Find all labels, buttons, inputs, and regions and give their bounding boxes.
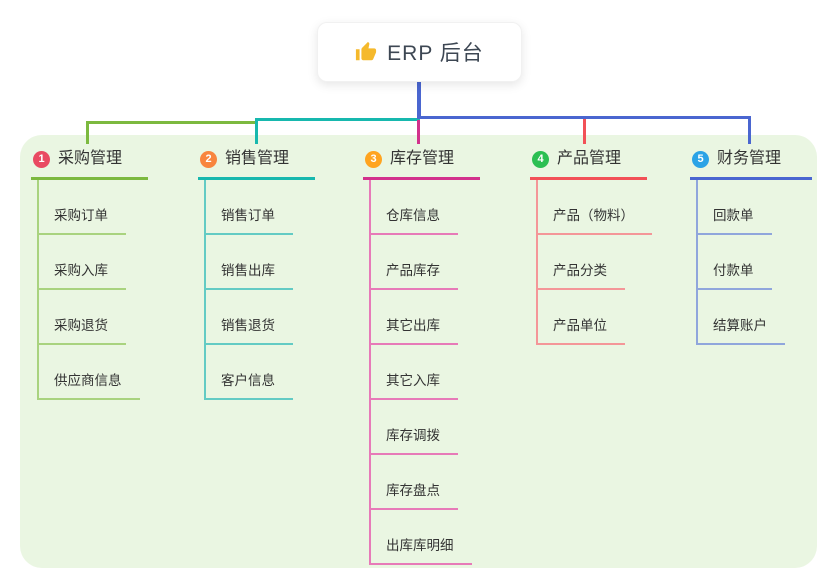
root-node[interactable]: ERP 后台 [317,22,522,82]
branch-5-child-node[interactable]: 结算账户 [696,290,785,345]
branch-3-column: 3 库存管理仓库信息产品库存其它出库其它入库库存调拨库存盘点出库库明细 [363,142,480,565]
branch-1-column: 1 采购管理采购订单采购入库采购退货供应商信息 [31,142,148,400]
branch-3-child-node[interactable]: 库存调拨 [369,400,458,455]
branch-2-column: 2 销售管理销售订单销售出库销售退货客户信息 [198,142,315,400]
branch-1-child-node[interactable]: 供应商信息 [37,345,140,400]
branch-5-children-connector-line [696,180,698,345]
branch-4-column: 4 产品管理产品（物料）产品分类产品单位 [530,142,652,345]
branch-4-child-node[interactable]: 产品单位 [536,290,625,345]
branch-2-number-badge: 2 [200,150,217,168]
root-node-label: ERP 后台 [387,42,484,65]
branch-2-child-node[interactable]: 销售订单 [204,180,293,235]
branch-2-child-node[interactable]: 销售出库 [204,235,293,290]
branch-3-child-node[interactable]: 出库库明细 [369,510,472,565]
branch-1-children: 采购订单采购入库采购退货供应商信息 [31,180,148,400]
branch-1-child-node[interactable]: 采购退货 [37,290,126,345]
branch-1-node[interactable]: 1 采购管理 [31,142,148,180]
connector-drop-branch-1 [86,121,89,144]
branch-3-child-node[interactable]: 库存盘点 [369,455,458,510]
thumbs-up-icon [356,41,377,61]
branch-3-child-node[interactable]: 产品库存 [369,235,458,290]
branch-1-label: 采购管理 [58,150,123,167]
branch-1-children-connector-line [37,180,39,400]
connector-horizontal-1 [86,121,258,124]
branch-2-label: 销售管理 [225,150,290,167]
branch-2-children-connector-line [204,180,206,400]
mindmap-background-panel [20,135,817,568]
branch-1-child-node[interactable]: 采购入库 [37,235,126,290]
branch-1-number-badge: 1 [33,150,50,168]
branch-4-label: 产品管理 [557,150,622,167]
branch-2-node[interactable]: 2 销售管理 [198,142,315,180]
branch-1-child-node[interactable]: 采购订单 [37,180,126,235]
branch-4-number-badge: 4 [532,150,549,168]
connector-drop-branch-2 [255,118,258,144]
branch-4-child-node[interactable]: 产品分类 [536,235,625,290]
connector-drop-branch-3 [417,120,420,144]
connector-drop-branch-4 [583,119,586,144]
branch-5-child-node[interactable]: 付款单 [696,235,772,290]
connector-horizontal-3 [417,116,751,119]
branch-2-child-node[interactable]: 销售退货 [204,290,293,345]
branch-3-children: 仓库信息产品库存其它出库其它入库库存调拨库存盘点出库库明细 [363,180,480,565]
branch-5-child-node[interactable]: 回款单 [696,180,772,235]
branch-5-label: 财务管理 [717,150,782,167]
branch-3-child-node[interactable]: 仓库信息 [369,180,458,235]
branch-4-children: 产品（物料）产品分类产品单位 [530,180,652,345]
branch-5-node[interactable]: 5 财务管理 [690,142,812,180]
branch-5-children: 回款单付款单结算账户 [690,180,812,345]
branch-3-child-node[interactable]: 其它入库 [369,345,458,400]
branch-3-label: 库存管理 [390,150,455,167]
branch-5-column: 5 财务管理回款单付款单结算账户 [690,142,812,345]
connector-horizontal-2 [255,118,420,121]
branch-4-child-node[interactable]: 产品（物料） [536,180,652,235]
branch-3-node[interactable]: 3 库存管理 [363,142,480,180]
branch-4-children-connector-line [536,180,538,345]
branch-5-number-badge: 5 [692,150,709,168]
branch-4-node[interactable]: 4 产品管理 [530,142,647,180]
connector-drop-branch-5 [748,116,751,144]
branch-3-children-connector-line [369,180,371,565]
branch-2-child-node[interactable]: 客户信息 [204,345,293,400]
connector-root-stem [417,82,421,119]
branch-2-children: 销售订单销售出库销售退货客户信息 [198,180,315,400]
branch-3-child-node[interactable]: 其它出库 [369,290,458,345]
branch-3-number-badge: 3 [365,150,382,168]
